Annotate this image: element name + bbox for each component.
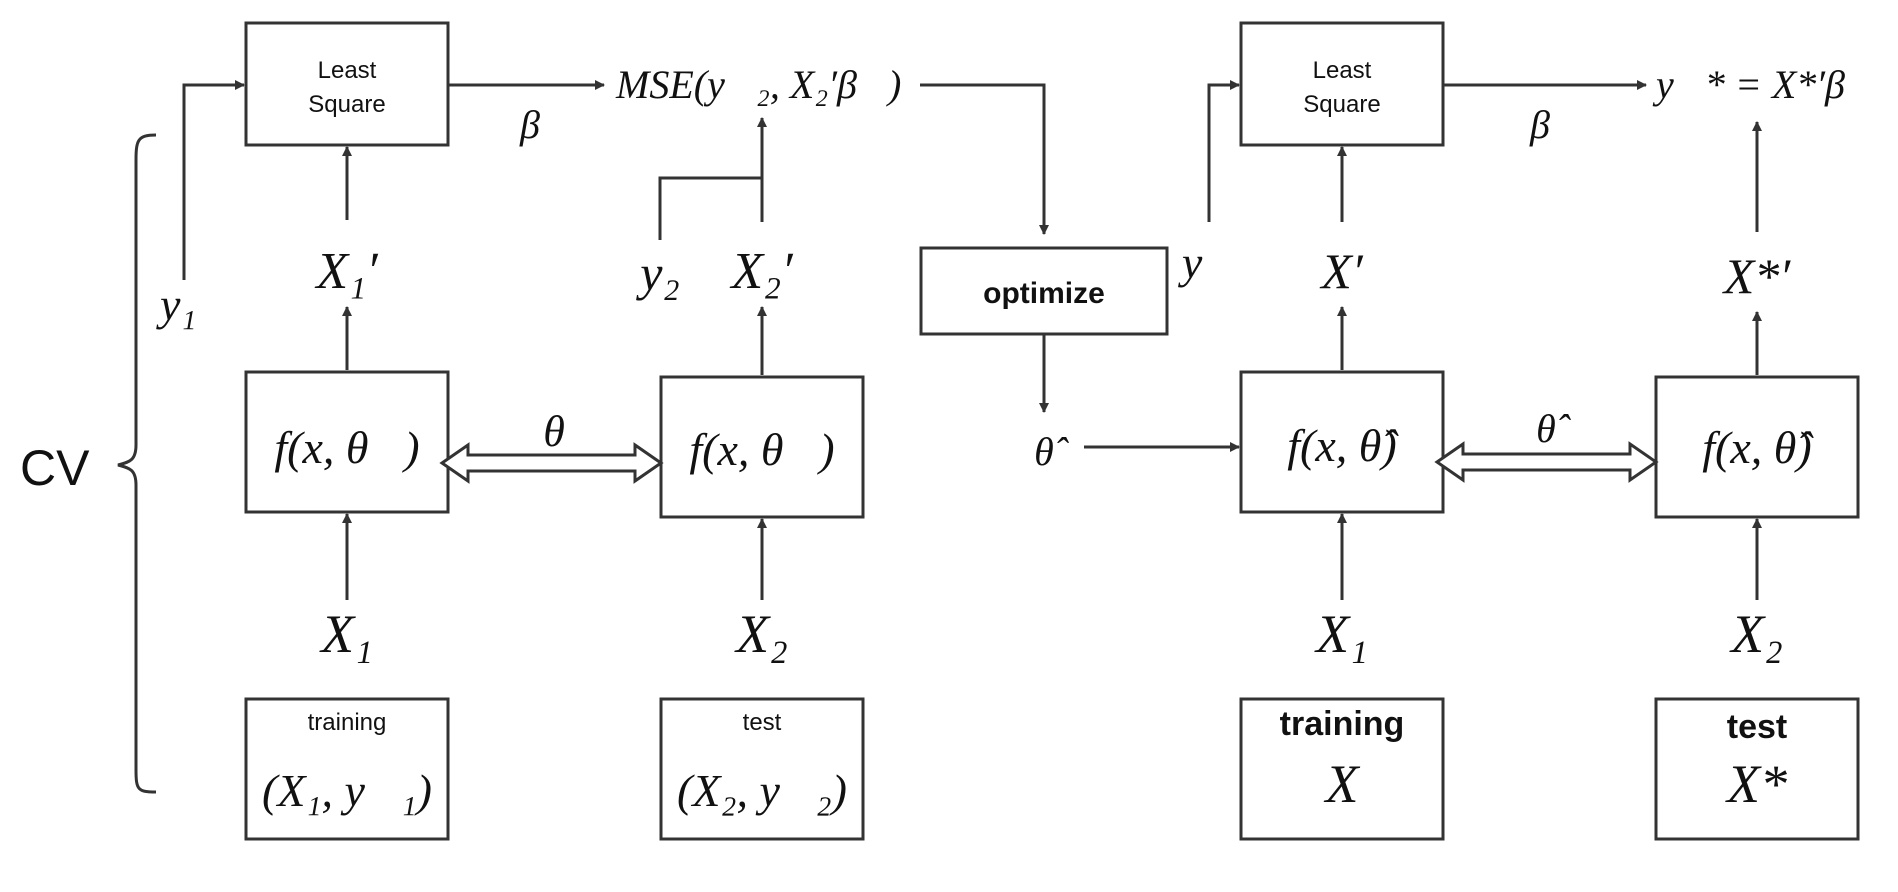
right-xstarprime-label: X*′ bbox=[1722, 248, 1792, 304]
optimize-box bbox=[919, 246, 1169, 336]
left-x2-label: X₂ bbox=[734, 604, 788, 664]
mse-to-optimize-arrow bbox=[920, 83, 1049, 235]
cv-label: CV bbox=[20, 440, 90, 496]
left-x1prime-label: X₁′ bbox=[314, 243, 379, 300]
right-x1-label: X₁ bbox=[1314, 604, 1368, 664]
left-test-content: (X₂, y⃗₂) bbox=[677, 765, 847, 816]
left-least-square-line2: Square bbox=[308, 91, 385, 118]
right-y-arrow bbox=[1207, 80, 1240, 222]
left-x2prime-label: X₂′ bbox=[729, 243, 794, 300]
right-test-content: X* bbox=[1725, 754, 1787, 814]
right-f-train-box bbox=[1239, 370, 1445, 514]
right-least-square-line1: Least bbox=[1313, 57, 1372, 84]
left-least-square-box bbox=[244, 21, 450, 147]
right-training-content: X bbox=[1324, 754, 1361, 814]
theta-hat-label: θ̂ bbox=[1034, 429, 1069, 474]
left-f-test-label: f(x, θ⃗) bbox=[689, 424, 834, 475]
left-f-train-label: f(x, θ⃗) bbox=[274, 422, 419, 473]
left-y2-label: y₂ bbox=[635, 245, 680, 301]
optimize-label: optimize bbox=[983, 277, 1105, 310]
left-y1-label: y₁ bbox=[156, 279, 196, 330]
right-least-square-line2: Square bbox=[1303, 91, 1380, 118]
left-test-title: test bbox=[743, 709, 782, 736]
right-f-test-box bbox=[1654, 375, 1860, 519]
right-training-box bbox=[1239, 697, 1445, 841]
right-xprime-label: X′ bbox=[1319, 243, 1364, 299]
left-training-content: (X₁, y⃗₁) bbox=[262, 765, 432, 816]
left-beta-label: β⃗ bbox=[519, 102, 571, 147]
right-least-square-box bbox=[1239, 21, 1445, 147]
right-f-test-label: f(x, θ̂) bbox=[1702, 422, 1814, 473]
left-f-test-box bbox=[659, 375, 865, 519]
left-y1-arrow bbox=[182, 80, 245, 280]
left-f-train-box bbox=[244, 370, 450, 514]
cv-bracket bbox=[117, 133, 157, 794]
right-beta-label: β⃗ bbox=[1529, 102, 1581, 147]
right-x2-label: X₂ bbox=[1729, 604, 1783, 664]
left-theta-double-arrow bbox=[439, 442, 664, 484]
left-x1-label: X₁ bbox=[319, 604, 373, 664]
left-theta-label: θ bbox=[543, 407, 565, 456]
right-training-title: training bbox=[1280, 705, 1405, 743]
left-least-square-line1: Least bbox=[318, 57, 377, 84]
left-test-box bbox=[659, 697, 865, 841]
right-theta-hat-label: θ̂ bbox=[1536, 406, 1571, 451]
left-mse-label: MSE(y⃗₂, X₂′β⃗) bbox=[615, 62, 901, 107]
right-f-train-label: f(x, θ̂) bbox=[1287, 420, 1399, 471]
left-training-title: training bbox=[308, 709, 387, 736]
right-test-title: test bbox=[1727, 708, 1787, 746]
right-test-box bbox=[1654, 697, 1860, 841]
left-y2-join-line bbox=[658, 176, 762, 240]
right-y-label: y⃗ bbox=[1178, 237, 1238, 288]
right-prediction-label: y⃗* = X*′β⃗ bbox=[1652, 62, 1876, 107]
left-training-box bbox=[244, 697, 450, 841]
right-theta-hat-double-arrow bbox=[1434, 441, 1659, 483]
